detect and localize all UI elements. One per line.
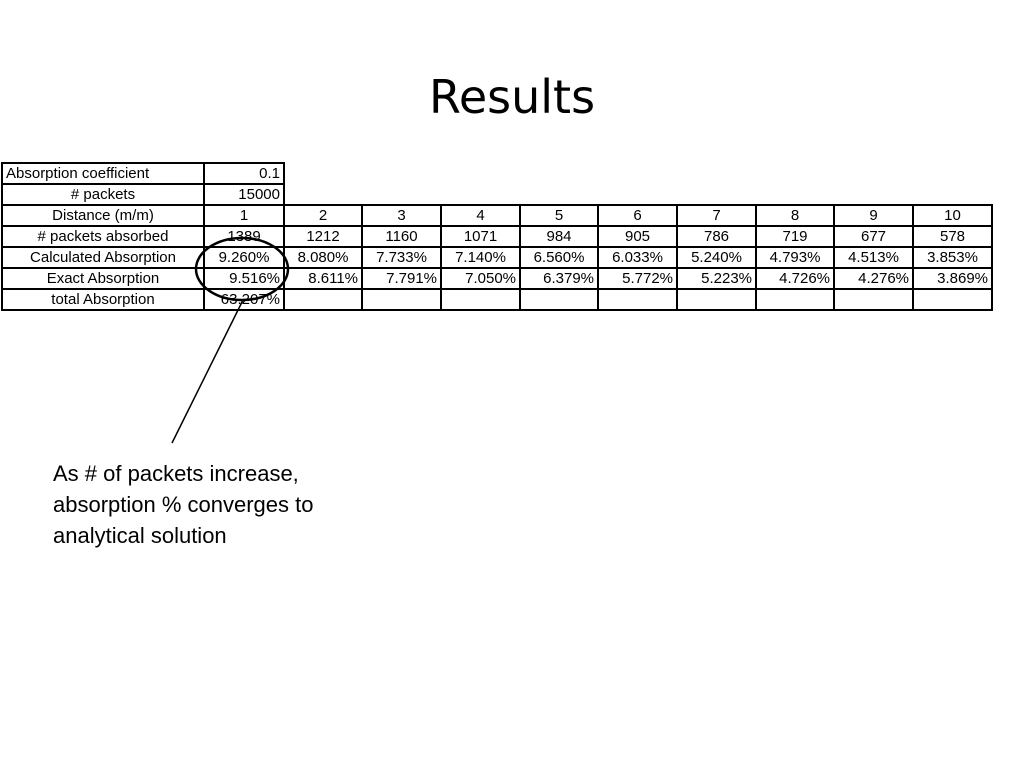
table-cell: 984 xyxy=(519,225,599,248)
empty-cell xyxy=(361,288,442,311)
empty-cell xyxy=(441,184,520,205)
table-cell: 1071 xyxy=(440,225,521,248)
empty-cell xyxy=(441,163,520,184)
row-label: Absorption coefficient xyxy=(1,162,205,185)
slide-title: Results xyxy=(428,70,596,124)
table-cell: 9 xyxy=(833,204,914,227)
empty-cell xyxy=(912,288,993,311)
empty-cell xyxy=(755,288,835,311)
table-cell: 7.050% xyxy=(440,267,521,290)
empty-cell xyxy=(284,184,362,205)
table-cell: 5 xyxy=(519,204,599,227)
table-row-calculated-absorption: Calculated Absorption 9.260% 8.080% 7.73… xyxy=(1,246,993,269)
table-cell: 1 xyxy=(203,204,285,227)
row-label: total Absorption xyxy=(1,288,205,311)
empty-cell xyxy=(520,184,598,205)
table-cell: 6.033% xyxy=(597,246,678,269)
table-cell: 719 xyxy=(755,225,835,248)
callout-line xyxy=(171,299,244,444)
table-cell: 7.140% xyxy=(440,246,521,269)
empty-cell xyxy=(833,288,914,311)
empty-cell xyxy=(362,184,441,205)
table-cell: 5.223% xyxy=(676,267,757,290)
annotation-note: As # of packets increase, absorption % c… xyxy=(53,458,393,551)
annotation-line: absorption % converges to xyxy=(53,492,314,517)
table-cell: 6.560% xyxy=(519,246,599,269)
table-cell: 4.726% xyxy=(755,267,835,290)
table-cell: 10 xyxy=(912,204,993,227)
table-cell: 1160 xyxy=(361,225,442,248)
empty-cell xyxy=(283,288,363,311)
empty-cell xyxy=(597,288,678,311)
empty-cell xyxy=(913,184,992,205)
table-cell: 63.207% xyxy=(203,288,285,311)
table-row-packets-absorbed: # packets absorbed 1389 1212 1160 1071 9… xyxy=(1,225,993,248)
table-cell: 4.793% xyxy=(755,246,835,269)
table-cell: 578 xyxy=(912,225,993,248)
row-label: # packets xyxy=(1,183,205,206)
empty-cell xyxy=(834,184,913,205)
empty-cell xyxy=(520,163,598,184)
table-cell: 8 xyxy=(755,204,835,227)
table-cell: 1389 xyxy=(203,225,285,248)
table-cell: 15000 xyxy=(203,183,285,206)
table-cell: 786 xyxy=(676,225,757,248)
row-label: Calculated Absorption xyxy=(1,246,205,269)
table-cell: 3.869% xyxy=(912,267,993,290)
table-cell: 677 xyxy=(833,225,914,248)
empty-cell xyxy=(519,288,599,311)
table-cell: 4.513% xyxy=(833,246,914,269)
annotation-line: analytical solution xyxy=(53,523,227,548)
row-label: # packets absorbed xyxy=(1,225,205,248)
table-cell: 7.791% xyxy=(361,267,442,290)
table-cell: 5.772% xyxy=(597,267,678,290)
empty-cell xyxy=(284,163,362,184)
empty-cell xyxy=(834,163,913,184)
table-cell: 4 xyxy=(440,204,521,227)
table-cell: 8.611% xyxy=(283,267,363,290)
empty-cell xyxy=(677,184,756,205)
empty-cell xyxy=(676,288,757,311)
empty-cell xyxy=(362,163,441,184)
table-cell: 9.516% xyxy=(203,267,285,290)
table-cell: 1212 xyxy=(283,225,363,248)
table-cell: 2 xyxy=(283,204,363,227)
row-label: Distance (m/m) xyxy=(1,204,205,227)
table-cell: 7 xyxy=(676,204,757,227)
table-cell: 3 xyxy=(361,204,442,227)
empty-cell xyxy=(756,163,834,184)
table-cell: 905 xyxy=(597,225,678,248)
empty-cell xyxy=(677,163,756,184)
table-cell: 7.733% xyxy=(361,246,442,269)
empty-cell xyxy=(913,163,992,184)
empty-cell xyxy=(440,288,521,311)
table-cell: 6.379% xyxy=(519,267,599,290)
table-cell: 4.276% xyxy=(833,267,914,290)
table-row-packets: # packets 15000 xyxy=(1,183,992,206)
annotation-line: As # of packets increase, xyxy=(53,461,299,486)
table-cell: 6 xyxy=(597,204,678,227)
table-cell: 0.1 xyxy=(203,162,285,185)
empty-cell xyxy=(756,184,834,205)
row-label: Exact Absorption xyxy=(1,267,205,290)
table-cell: 5.240% xyxy=(676,246,757,269)
table-row-total-absorption: total Absorption 63.207% xyxy=(1,288,993,311)
empty-cell xyxy=(598,184,677,205)
table-cell: 8.080% xyxy=(283,246,363,269)
table-row-exact-absorption: Exact Absorption 9.516% 8.611% 7.791% 7.… xyxy=(1,267,993,290)
empty-cell xyxy=(598,163,677,184)
table-cell: 9.260% xyxy=(203,246,285,269)
table-cell: 3.853% xyxy=(912,246,993,269)
table-row-absorption-coefficient: Absorption coefficient 0.1 xyxy=(1,162,992,185)
results-table: Absorption coefficient 0.1 # packets 150… xyxy=(1,162,993,311)
table-row-distance: Distance (m/m) 1 2 3 4 5 6 7 8 9 10 xyxy=(1,204,993,227)
